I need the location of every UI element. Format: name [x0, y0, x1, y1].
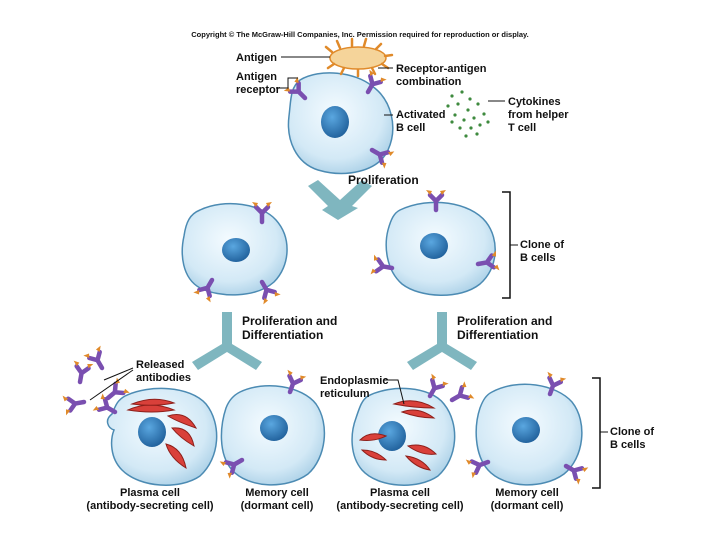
- label-antigen: Antigen: [236, 52, 330, 64]
- label-receptor-antigen-combination: Receptor-antigen combination: [378, 63, 487, 88]
- svg-text:(dormant cell): (dormant cell): [491, 500, 564, 512]
- memory-cell-right: [466, 372, 589, 485]
- svg-text:Released: Released: [136, 359, 184, 371]
- svg-text:combination: combination: [396, 76, 462, 88]
- svg-text:Activated: Activated: [396, 109, 446, 121]
- svg-text:Proliferation and: Proliferation and: [242, 314, 337, 328]
- svg-text:antibodies: antibodies: [136, 372, 191, 384]
- caption-plasma-cell-right: Plasma cell (antibody-secreting cell): [336, 487, 463, 512]
- svg-text:Plasma cell: Plasma cell: [120, 487, 180, 499]
- svg-text:Differentiation: Differentiation: [242, 328, 323, 342]
- caption-plasma-cell-left: Plasma cell (antibody-secreting cell): [86, 487, 213, 512]
- label-activated-b-cell: Activated B cell: [384, 109, 446, 134]
- svg-text:B cell: B cell: [396, 122, 425, 134]
- svg-text:(antibody-secreting cell): (antibody-secreting cell): [336, 500, 463, 512]
- antigen: [324, 37, 394, 78]
- memory-cell-left: [220, 370, 326, 486]
- svg-text:receptor: receptor: [236, 84, 281, 96]
- label-released-antibodies: Released antibodies: [89, 359, 191, 401]
- svg-text:B cells: B cells: [610, 439, 645, 451]
- caption-memory-cell-left: Memory cell (dormant cell): [241, 487, 314, 512]
- svg-text:from helper: from helper: [508, 109, 569, 121]
- svg-text:Proliferation and: Proliferation and: [457, 314, 552, 328]
- svg-text:(antibody-secreting cell): (antibody-secreting cell): [86, 500, 213, 512]
- svg-text:Receptor-antigen: Receptor-antigen: [396, 63, 487, 75]
- cytokines-dots: [446, 90, 490, 138]
- svg-text:Memory cell: Memory cell: [495, 487, 559, 499]
- plasma-cell-left: [93, 387, 218, 486]
- svg-text:(dormant cell): (dormant cell): [241, 500, 314, 512]
- svg-text:Antigen: Antigen: [236, 52, 277, 64]
- b-cell-clone-left: [181, 202, 288, 304]
- caption-memory-cell-right: Memory cell (dormant cell): [491, 487, 564, 512]
- svg-text:T cell: T cell: [508, 122, 536, 134]
- label-endoplasmic-reticulum: Endoplasmic reticulum: [320, 375, 405, 405]
- svg-text:Cytokines: Cytokines: [508, 96, 561, 108]
- svg-text:Plasma cell: Plasma cell: [370, 487, 430, 499]
- b-cell-clone-right: [371, 190, 500, 296]
- label-antigen-receptor: Antigen receptor: [236, 71, 298, 96]
- svg-text:Differentiation: Differentiation: [457, 328, 538, 342]
- svg-text:B cells: B cells: [520, 252, 555, 264]
- prolif-diff-arrow-right: Proliferation and Differentiation: [407, 312, 552, 370]
- svg-text:Antigen: Antigen: [236, 71, 277, 83]
- prolif-diff-arrow-left: Proliferation and Differentiation: [192, 312, 337, 370]
- copyright-text: Copyright © The McGraw-Hill Companies, I…: [191, 30, 529, 39]
- svg-text:Endoplasmic: Endoplasmic: [320, 375, 388, 387]
- svg-text:Proliferation: Proliferation: [348, 173, 419, 187]
- activated-b-cell: [284, 70, 395, 175]
- svg-text:reticulum: reticulum: [320, 388, 370, 400]
- clone-bracket-top: Clone of B cells: [502, 191, 564, 299]
- proliferation-arrow: Proliferation: [308, 173, 419, 220]
- label-cytokines: Cytokines from helper T cell: [488, 96, 569, 134]
- clone-bracket-bottom: Clone of B cells: [592, 377, 654, 489]
- svg-text:Memory cell: Memory cell: [245, 487, 309, 499]
- svg-text:Clone of: Clone of: [610, 426, 654, 438]
- plasma-cell-right: [351, 374, 474, 486]
- svg-text:Clone of: Clone of: [520, 239, 564, 251]
